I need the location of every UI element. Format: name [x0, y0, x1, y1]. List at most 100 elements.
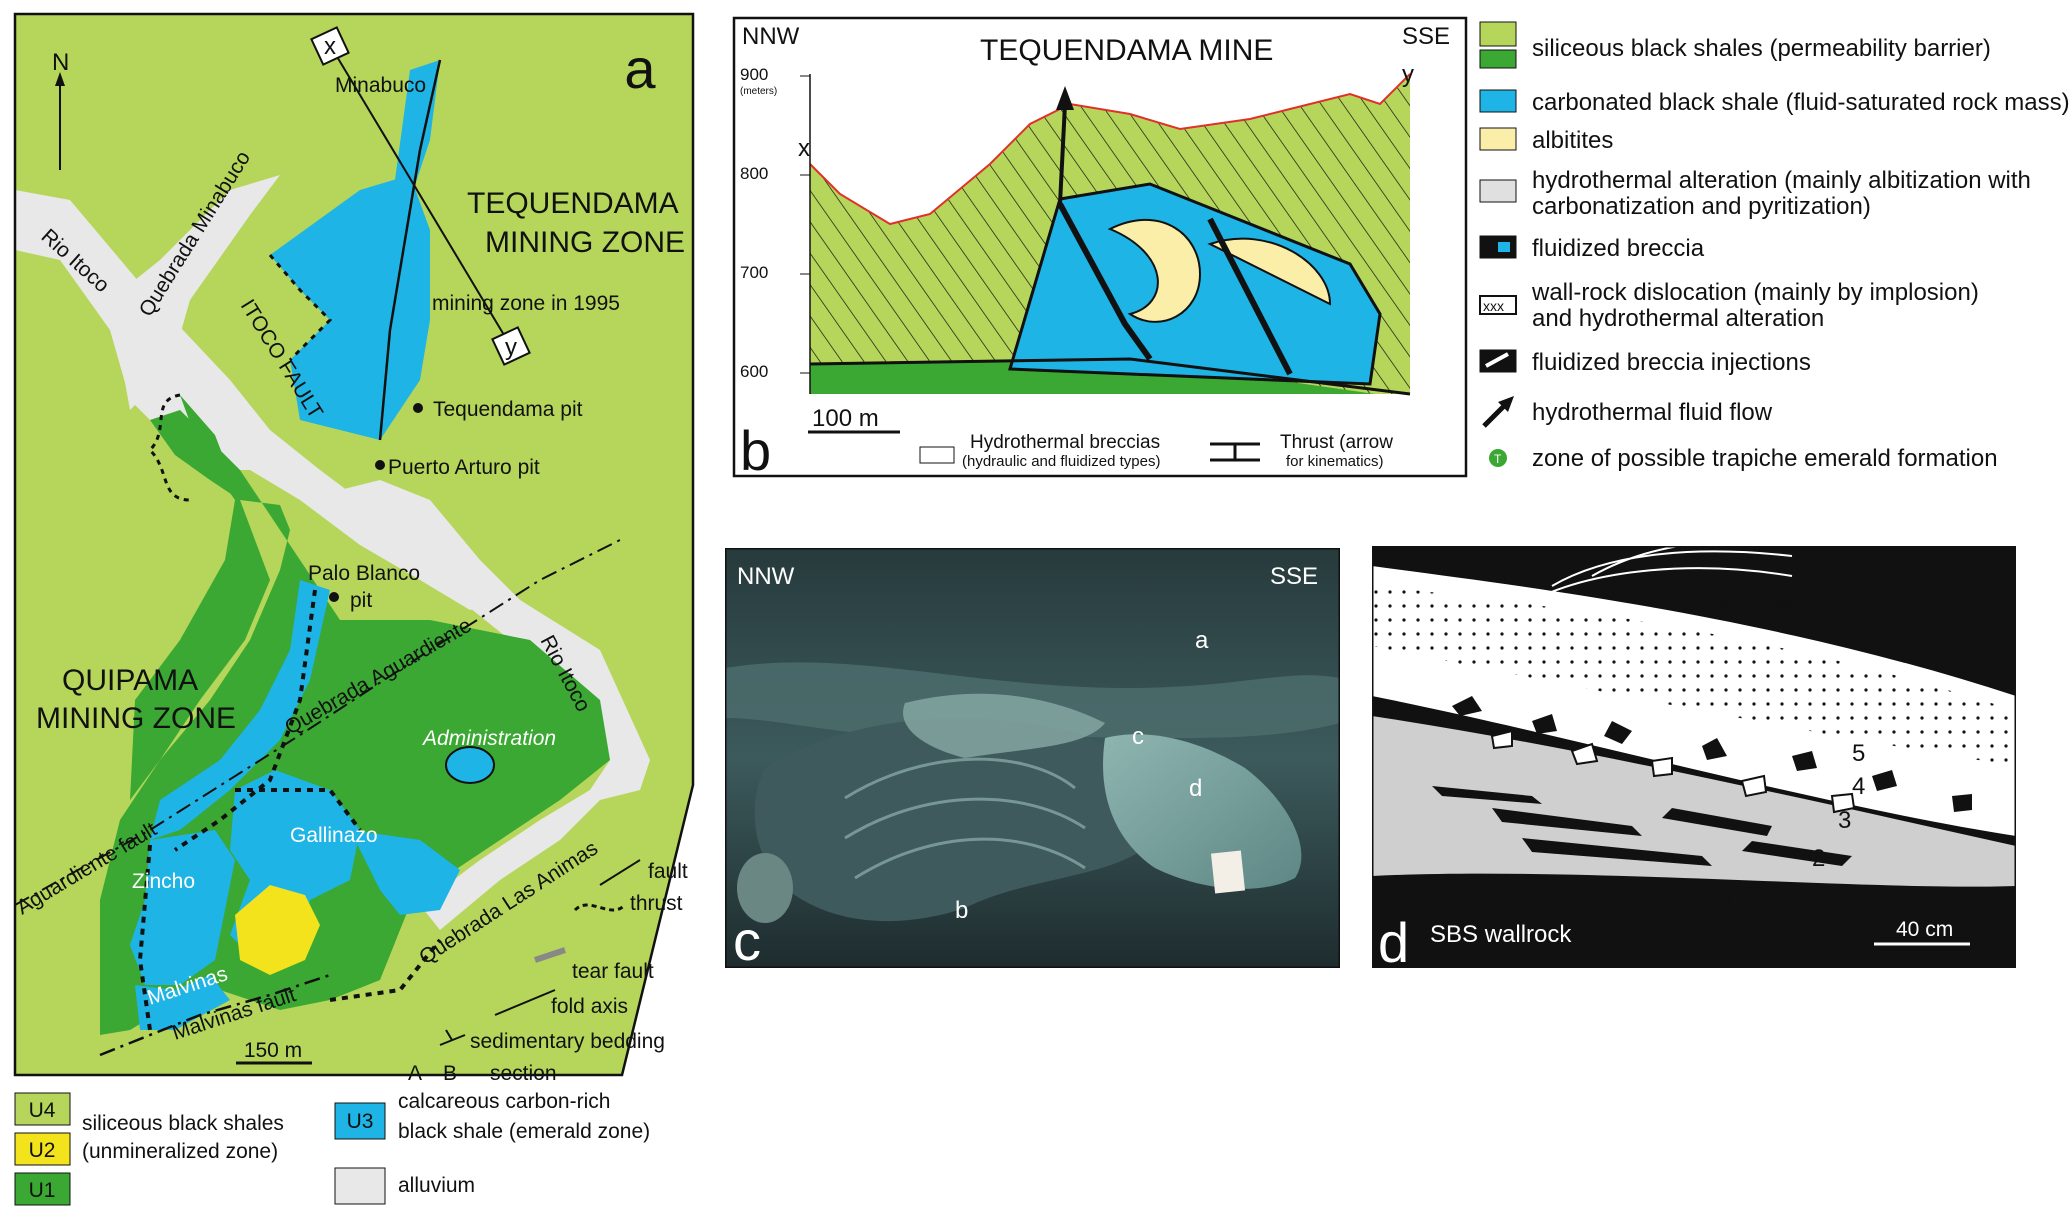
breccia-symbol [919, 446, 955, 464]
legend-trapiche: zone of possible trapiche emerald format… [1532, 445, 1998, 472]
sbs-wallrock-label: SBS wallrock [1430, 921, 1572, 948]
outcrop-photo-panel: NNW SSE a b c d c [725, 548, 1340, 968]
photo-light-vein [903, 693, 1105, 758]
panel-c-letter: c [733, 909, 761, 968]
legend-carbonated-swatch [1479, 89, 1517, 113]
quipama-zone-label-2: MINING ZONE [36, 702, 236, 735]
alluvium-minabuco-branch [110, 175, 280, 410]
siliceous-legend-2: (unmineralized zone) [82, 1140, 278, 1163]
legend-fluidized-breccia: fluidized breccia [1532, 235, 1705, 262]
map-scale-bar: 150 m [236, 1039, 312, 1065]
elev-tick-900: 900 [740, 65, 768, 84]
xs-main-thrust [1057, 202, 1153, 361]
xs-fluid-flow-arrow [1058, 103, 1067, 205]
legend-dislocation-swatch [1479, 295, 1517, 315]
xs-nnw-label: NNW [742, 23, 800, 50]
elev-unit: (meters) [740, 86, 777, 97]
legend-dislocation-2: and hydrothermal alteration [1532, 305, 1824, 332]
cross-section-panel: 900 (meters) 800 700 600 NNW SSE TEQUEND… [732, 16, 1468, 480]
photo-scale-card [1210, 850, 1246, 894]
puerto-arturo-pit-label: Puerto Arturo pit [388, 456, 540, 479]
section-x-label: x [324, 33, 336, 60]
xs-y-label: y [1402, 61, 1414, 88]
zone-1-label: 1 [1722, 890, 1735, 917]
svg-text:100 m: 100 m [812, 405, 879, 432]
xs-albitite-1 [1107, 218, 1202, 323]
calcareous-legend-1: calcareous carbon-rich [398, 1090, 610, 1113]
zone-4-label: 4 [1852, 773, 1865, 800]
photo-banding [844, 757, 1086, 880]
section-line-xy [329, 44, 511, 346]
sketch-fragments [1432, 786, 1852, 866]
xs-title: TEQUENDAMA MINE [980, 34, 1273, 67]
breccia-label-2: (hydraulic and fluidized types) [962, 453, 1160, 470]
alluvium-center [300, 480, 520, 610]
photo-breccia-block [1103, 734, 1302, 889]
legend-tear-fault-label: tear fault [572, 960, 654, 983]
photo-label-d: d [1189, 775, 1202, 802]
sketch-fold-lines [1521, 546, 1822, 607]
legend-carbonated: carbonated black shale (fluid-saturated … [1532, 89, 2070, 116]
tequendama-zone-label-2: MINING ZONE [485, 226, 685, 259]
u3-swatch-label: U3 [347, 1110, 374, 1133]
photo-dark-block [754, 718, 1147, 922]
legend-albitites: albitites [1532, 127, 1613, 154]
photo-nnw-label: NNW [737, 563, 795, 590]
malvinas-fault-line [99, 973, 331, 1057]
xs-elevation-axis: 900 (meters) 800 700 600 [740, 65, 811, 394]
u3-zincho [130, 830, 235, 985]
xs-fluid-flow-head [1056, 86, 1074, 110]
legend-alteration-swatch [1479, 179, 1517, 203]
elev-tick-700: 700 [740, 263, 768, 282]
puerto-arturo-pit-marker [375, 460, 385, 470]
u3-tequendama [270, 175, 430, 440]
svg-text:xxx: xxx [1483, 298, 1504, 314]
section-x-marker [310, 26, 350, 66]
zone-5-label: 5 [1852, 740, 1865, 767]
tequendama-pit-marker [413, 403, 423, 413]
xs-scale-bar: 100 m [808, 405, 900, 434]
legend-siliceous: siliceous black shales (permeability bar… [1532, 35, 1991, 62]
svg-text:150 m: 150 m [244, 1039, 302, 1062]
sketch-dotted-zone [1372, 586, 2016, 766]
legend-dislocation-1: wall-rock dislocation (mainly by implosi… [1531, 279, 1979, 306]
u3-malvinas [135, 975, 230, 1030]
itoco-fault-line [378, 59, 442, 441]
palo-blanco-pit-marker [329, 592, 339, 602]
panel-a-letter: a [624, 37, 656, 100]
gallinazo-label: Gallinazo [290, 824, 378, 847]
cross-section-legend: siliceous black shales (permeability bar… [1479, 21, 2070, 472]
legend-alteration-1: hydrothermal alteration (mainly albitiza… [1532, 167, 2031, 194]
legend-siliceous-swatch-2 [1479, 49, 1517, 69]
thrust-front-tequendama [268, 254, 333, 362]
legend-siliceous-swatch-1 [1479, 21, 1517, 47]
xs-inner-thrust [1207, 217, 1293, 376]
legend-trapiche-letter: T [1494, 452, 1502, 466]
alluvium-legend: alluvium [398, 1174, 475, 1197]
quipama-zone-label-1: QUIPAMA [62, 664, 198, 697]
calcareous-legend-2: black shale (emerald zone) [398, 1120, 650, 1143]
minabuco-label: Minabuco [335, 74, 426, 97]
sketch-clasts-black [1452, 696, 1972, 812]
tequendama-pit-label: Tequendama pit [433, 398, 583, 421]
tequendama-zone-label-1: TEQUENDAMA [467, 187, 679, 220]
panel-b-letter: b [740, 419, 771, 480]
legend-alteration-2: carbonatization and pyritization) [1532, 193, 1871, 220]
legend-fold-axis-label: fold axis [551, 995, 628, 1018]
map-unit-legend: U4 U2 U1 siliceous black shales (unminer… [14, 1090, 650, 1206]
u4-swatch-label: U4 [29, 1099, 56, 1122]
mining-zone-1995-label: mining zone in 1995 [432, 292, 620, 315]
legend-section-label: section [490, 1062, 557, 1085]
alluvium-zone [15, 190, 650, 930]
cbs-unit-label: CBS unit [1698, 587, 1793, 614]
xs-x-label: x [798, 135, 810, 162]
north-arrow: N [52, 49, 69, 170]
thrust-front-zincho [137, 844, 152, 1031]
elev-tick-600: 600 [740, 362, 768, 381]
section-y-label: y [505, 334, 517, 361]
legend-bedding-label: sedimentary bedding [470, 1030, 665, 1053]
xs-albitite-2 [1207, 237, 1332, 306]
map-symbol-legend: fault thrust tear fault fold axis sedime… [408, 859, 688, 1085]
legend-section-ab: A—B [408, 1062, 457, 1085]
u1-west-strip [130, 395, 270, 800]
